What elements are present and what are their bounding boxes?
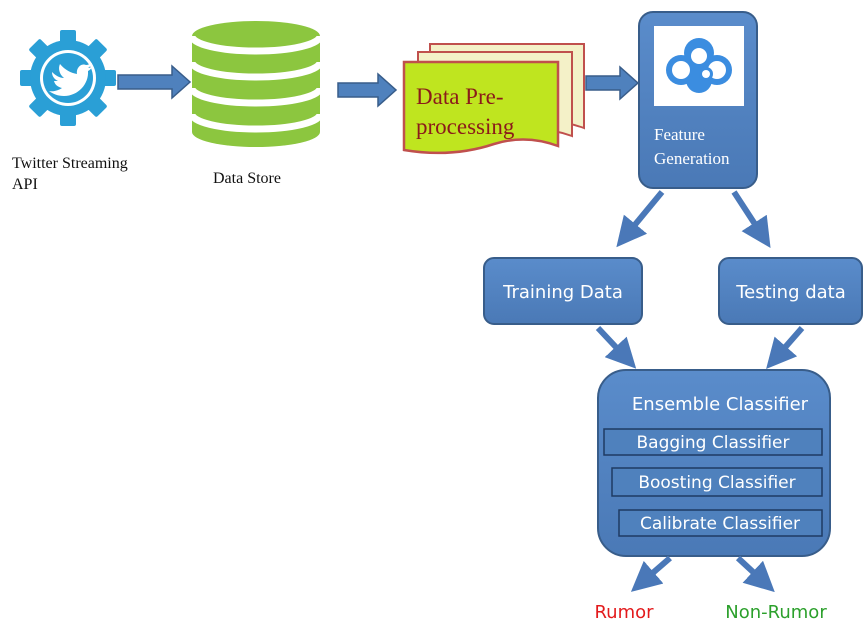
bagging-classifier-label: Bagging Classifier — [637, 433, 790, 453]
database-icon — [188, 21, 324, 147]
training-data-label: Training Data — [502, 282, 623, 303]
twitter-api-label-line2: API — [12, 176, 38, 193]
testing-data-box: Testing data — [718, 257, 863, 325]
feature-generation-label-line1: Feature — [654, 125, 705, 144]
calibrate-classifier-label: Calibrate Classifier — [640, 514, 800, 534]
ensemble-classifier-box: Ensemble Classifier Bagging Classifier B… — [597, 369, 831, 557]
twitter-bird-icon — [49, 63, 93, 96]
preprocessing-label-line1: Data Pre- — [416, 84, 504, 109]
calibrate-classifier-box — [618, 509, 823, 537]
twitter-api-label: Twitter Streaming — [12, 155, 128, 172]
arrow-preprocessing-to-feature — [585, 65, 640, 101]
rumor-label: Rumor — [594, 602, 654, 623]
arrow-training-to-ensemble — [595, 325, 637, 369]
preprocessing-label-line2: processing — [416, 114, 515, 139]
data-store-label: Data Store — [213, 170, 281, 187]
arrow-feature-to-training — [616, 190, 665, 248]
arrow-twitter-to-datastore — [117, 64, 192, 100]
testing-data-label: Testing data — [735, 282, 846, 303]
arrow-testing-to-ensemble — [766, 326, 805, 370]
boosting-classifier-label: Boosting Classifier — [638, 473, 795, 493]
non-rumor-label: Non-Rumor — [725, 602, 827, 623]
ensemble-classifier-label: Ensemble Classifier — [632, 394, 809, 415]
arrow-ensemble-to-rumor — [630, 555, 672, 592]
training-data-box: Training Data — [483, 257, 643, 325]
arrow-ensemble-to-nonrumor — [735, 555, 775, 593]
arrow-feature-to-testing — [731, 190, 771, 249]
feature-generation-label-line2: Generation — [654, 149, 730, 168]
bagging-classifier-box — [603, 428, 823, 456]
arrow-datastore-to-preprocessing — [337, 72, 398, 108]
boosting-classifier-box — [611, 467, 823, 497]
cloud-flower-inner-icon — [672, 48, 726, 81]
twitter-gear-icon — [20, 30, 116, 126]
document-stack-icon — [402, 43, 585, 155]
feature-generation-box: Feature Generation — [638, 11, 758, 189]
